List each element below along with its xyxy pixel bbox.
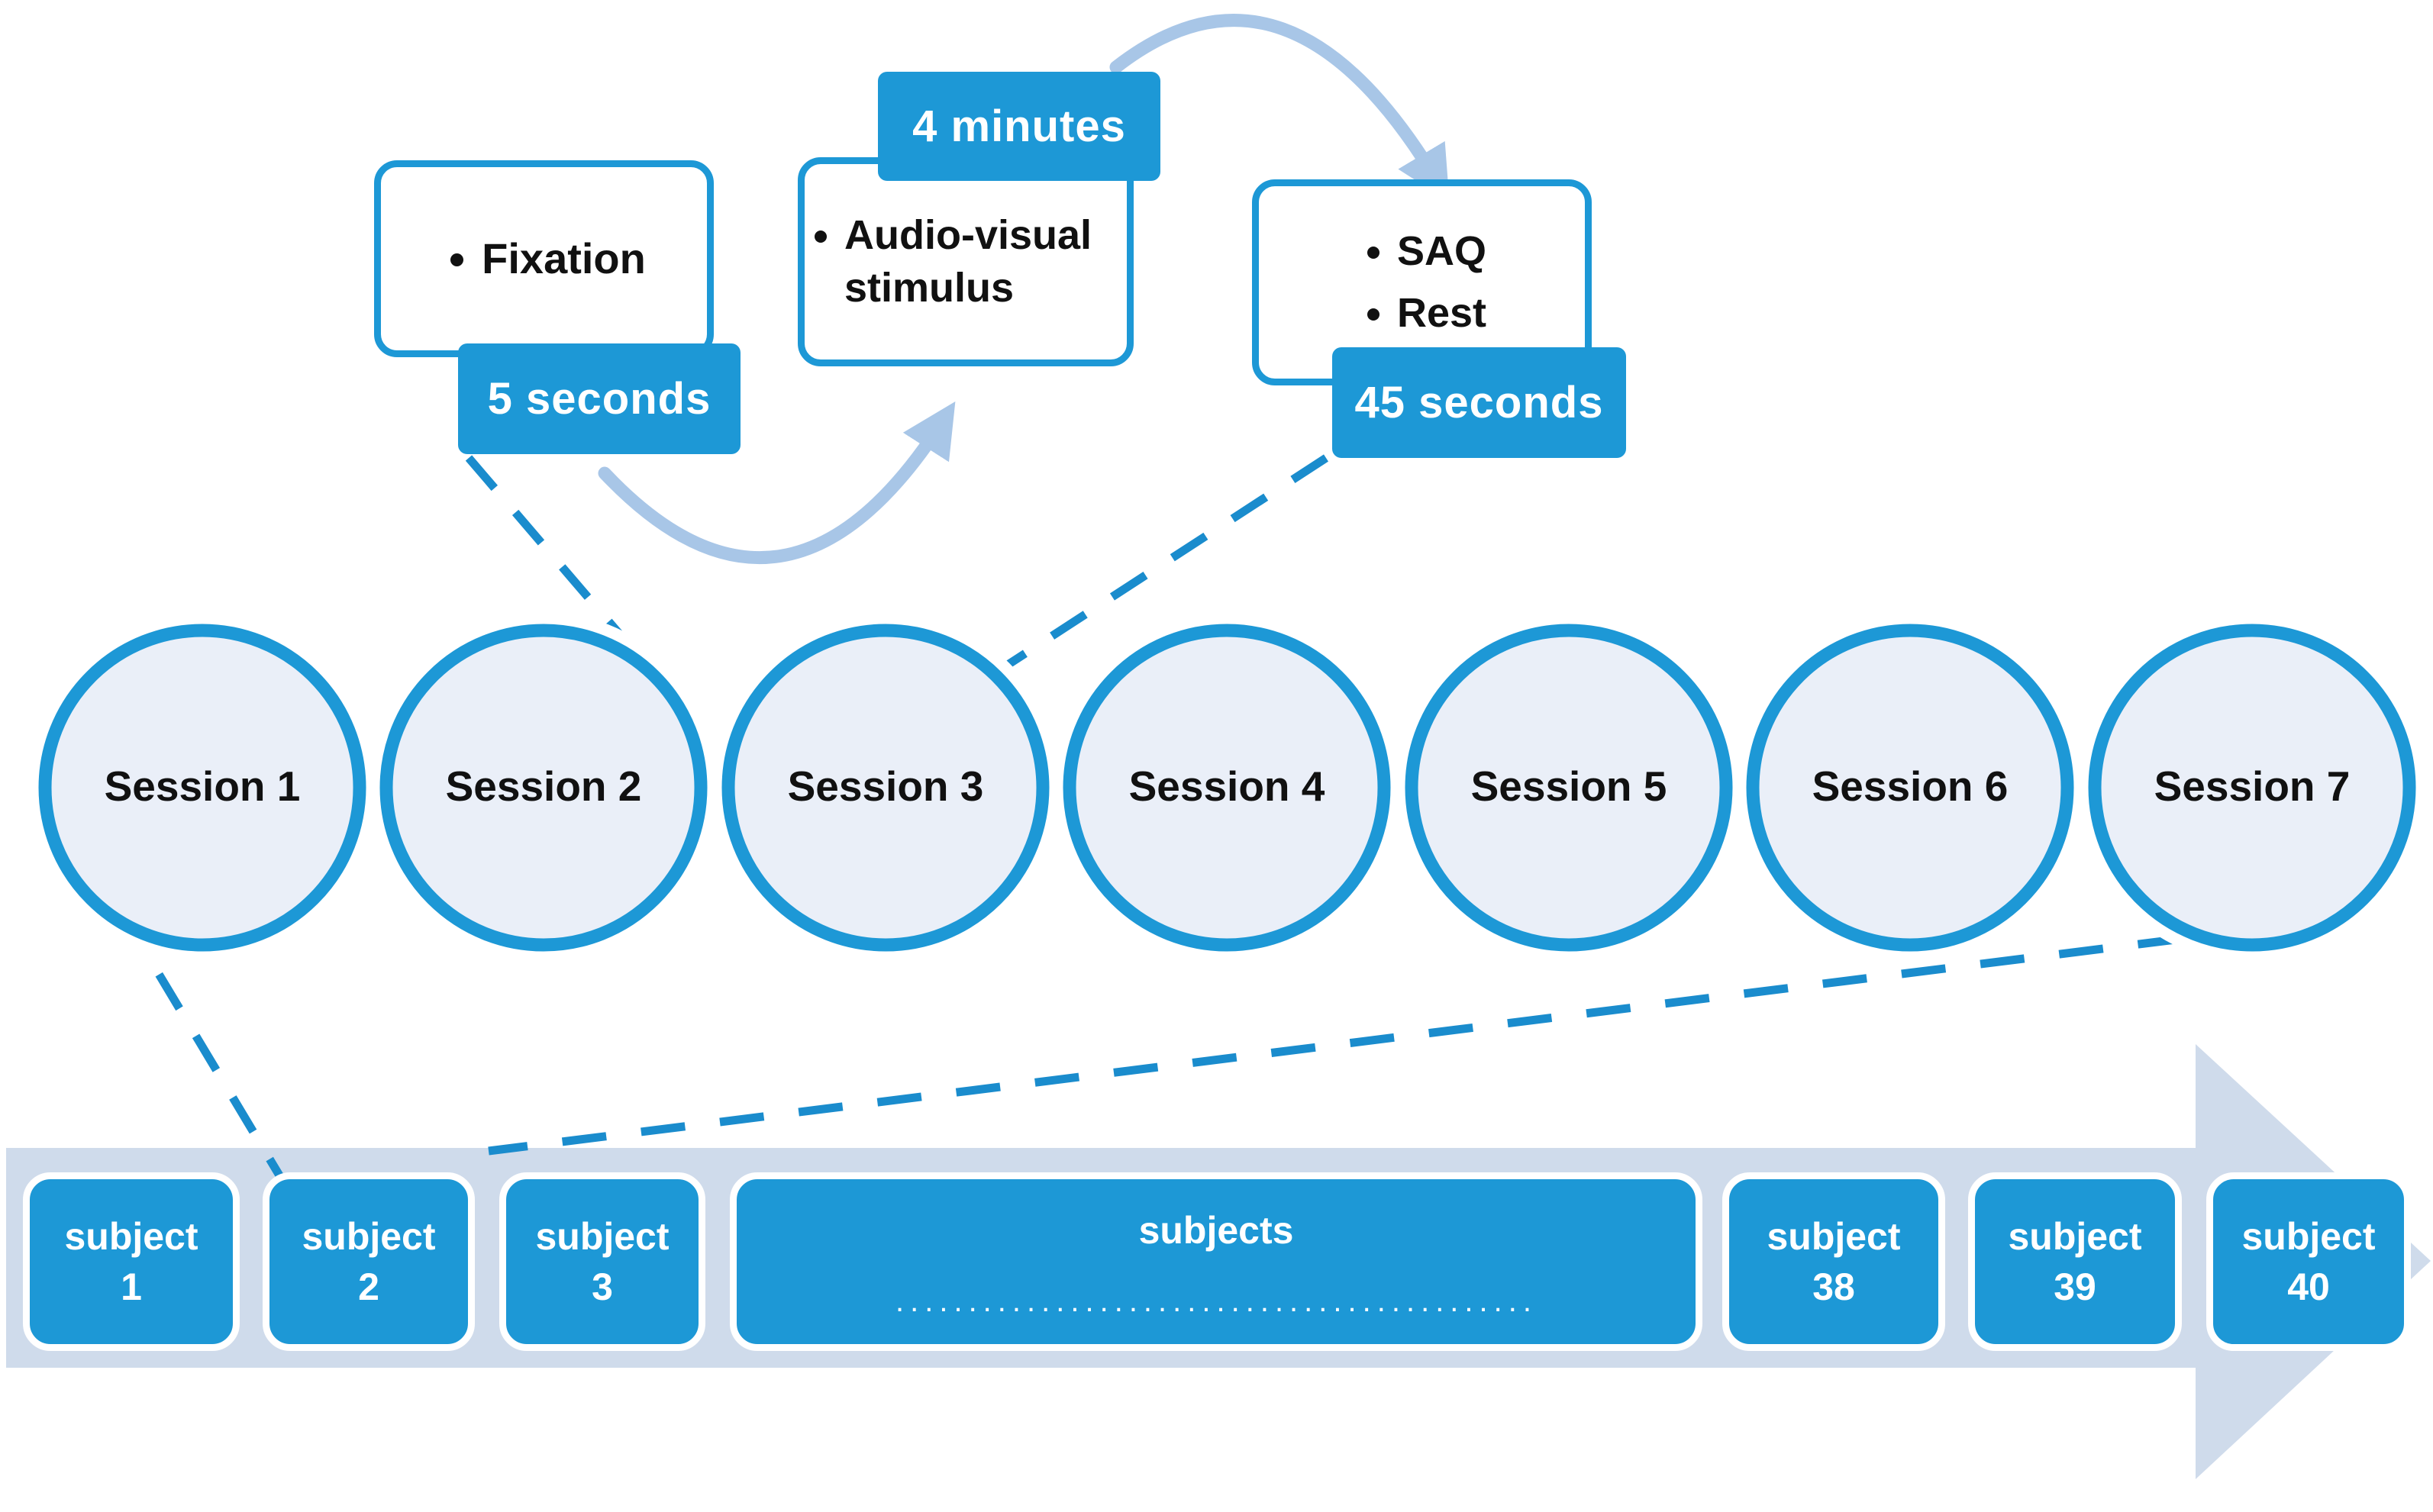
dashed-link-session7-to-subject2 xyxy=(488,934,2183,1156)
subject-word: subject xyxy=(2241,1215,2376,1258)
subjects-word: subjects xyxy=(1138,1209,1294,1252)
subject-39-box: subject 39 xyxy=(1968,1172,2182,1351)
subject-3-box: subject 3 xyxy=(499,1172,705,1351)
dashed-link-session1-to-subject2 xyxy=(118,911,288,1185)
session-3-label: Session 3 xyxy=(787,762,984,810)
subjects-ellipsis-dots: ........................................… xyxy=(895,1285,1537,1318)
subject-number: 3 xyxy=(592,1265,613,1308)
session-2-label: Session 2 xyxy=(445,762,642,810)
duration-tag-45-seconds: 45 seconds xyxy=(1332,347,1626,458)
subject-38-box: subject 38 xyxy=(1722,1172,1945,1351)
subject-word: subject xyxy=(64,1215,198,1258)
subject-1-box: subject 1 xyxy=(23,1172,240,1351)
subject-number: 1 xyxy=(121,1265,142,1308)
subject-word: subject xyxy=(1767,1215,1901,1258)
subject-number: 2 xyxy=(358,1265,379,1308)
session-1-label: Session 1 xyxy=(104,762,301,810)
callout-fixation: Fixation xyxy=(374,160,714,357)
subject-word: subject xyxy=(302,1215,436,1258)
session-6-label: Session 6 xyxy=(1812,762,2009,810)
duration-tag-4-minutes: 4 minutes xyxy=(878,72,1160,181)
subject-word: subject xyxy=(535,1215,670,1258)
subject-2-box: subject 2 xyxy=(263,1172,475,1351)
curved-arrow-fixation-to-stimulus-icon xyxy=(598,401,956,564)
subject-40-box: subject 40 xyxy=(2206,1172,2411,1351)
subject-word: subject xyxy=(2008,1215,2142,1258)
duration-tag-5-seconds: 5 seconds xyxy=(458,343,741,454)
session-4-label: Session 4 xyxy=(1128,762,1325,810)
subject-number: 38 xyxy=(1812,1265,1855,1308)
subject-number: 40 xyxy=(2287,1265,2330,1308)
callout-rest-item: Rest xyxy=(1397,287,1486,340)
curved-arrow-stimulus-to-saq-icon xyxy=(1109,14,1450,202)
subjects-middle-box: subjects ...............................… xyxy=(730,1172,1702,1351)
dashed-link-5seconds-to-session3 xyxy=(465,455,695,721)
subject-number: 39 xyxy=(2054,1265,2096,1308)
callout-audio-visual-item: Audio-visual stimulus xyxy=(844,209,1127,314)
callout-saq-item: SAQ xyxy=(1397,225,1486,278)
callout-audio-visual: Audio-visual stimulus xyxy=(798,157,1134,366)
session-7-label: Session 7 xyxy=(2154,762,2351,810)
session-5-label: Session 5 xyxy=(1470,762,1667,810)
callout-fixation-item: Fixation xyxy=(482,231,646,286)
session-circles xyxy=(27,612,2428,963)
